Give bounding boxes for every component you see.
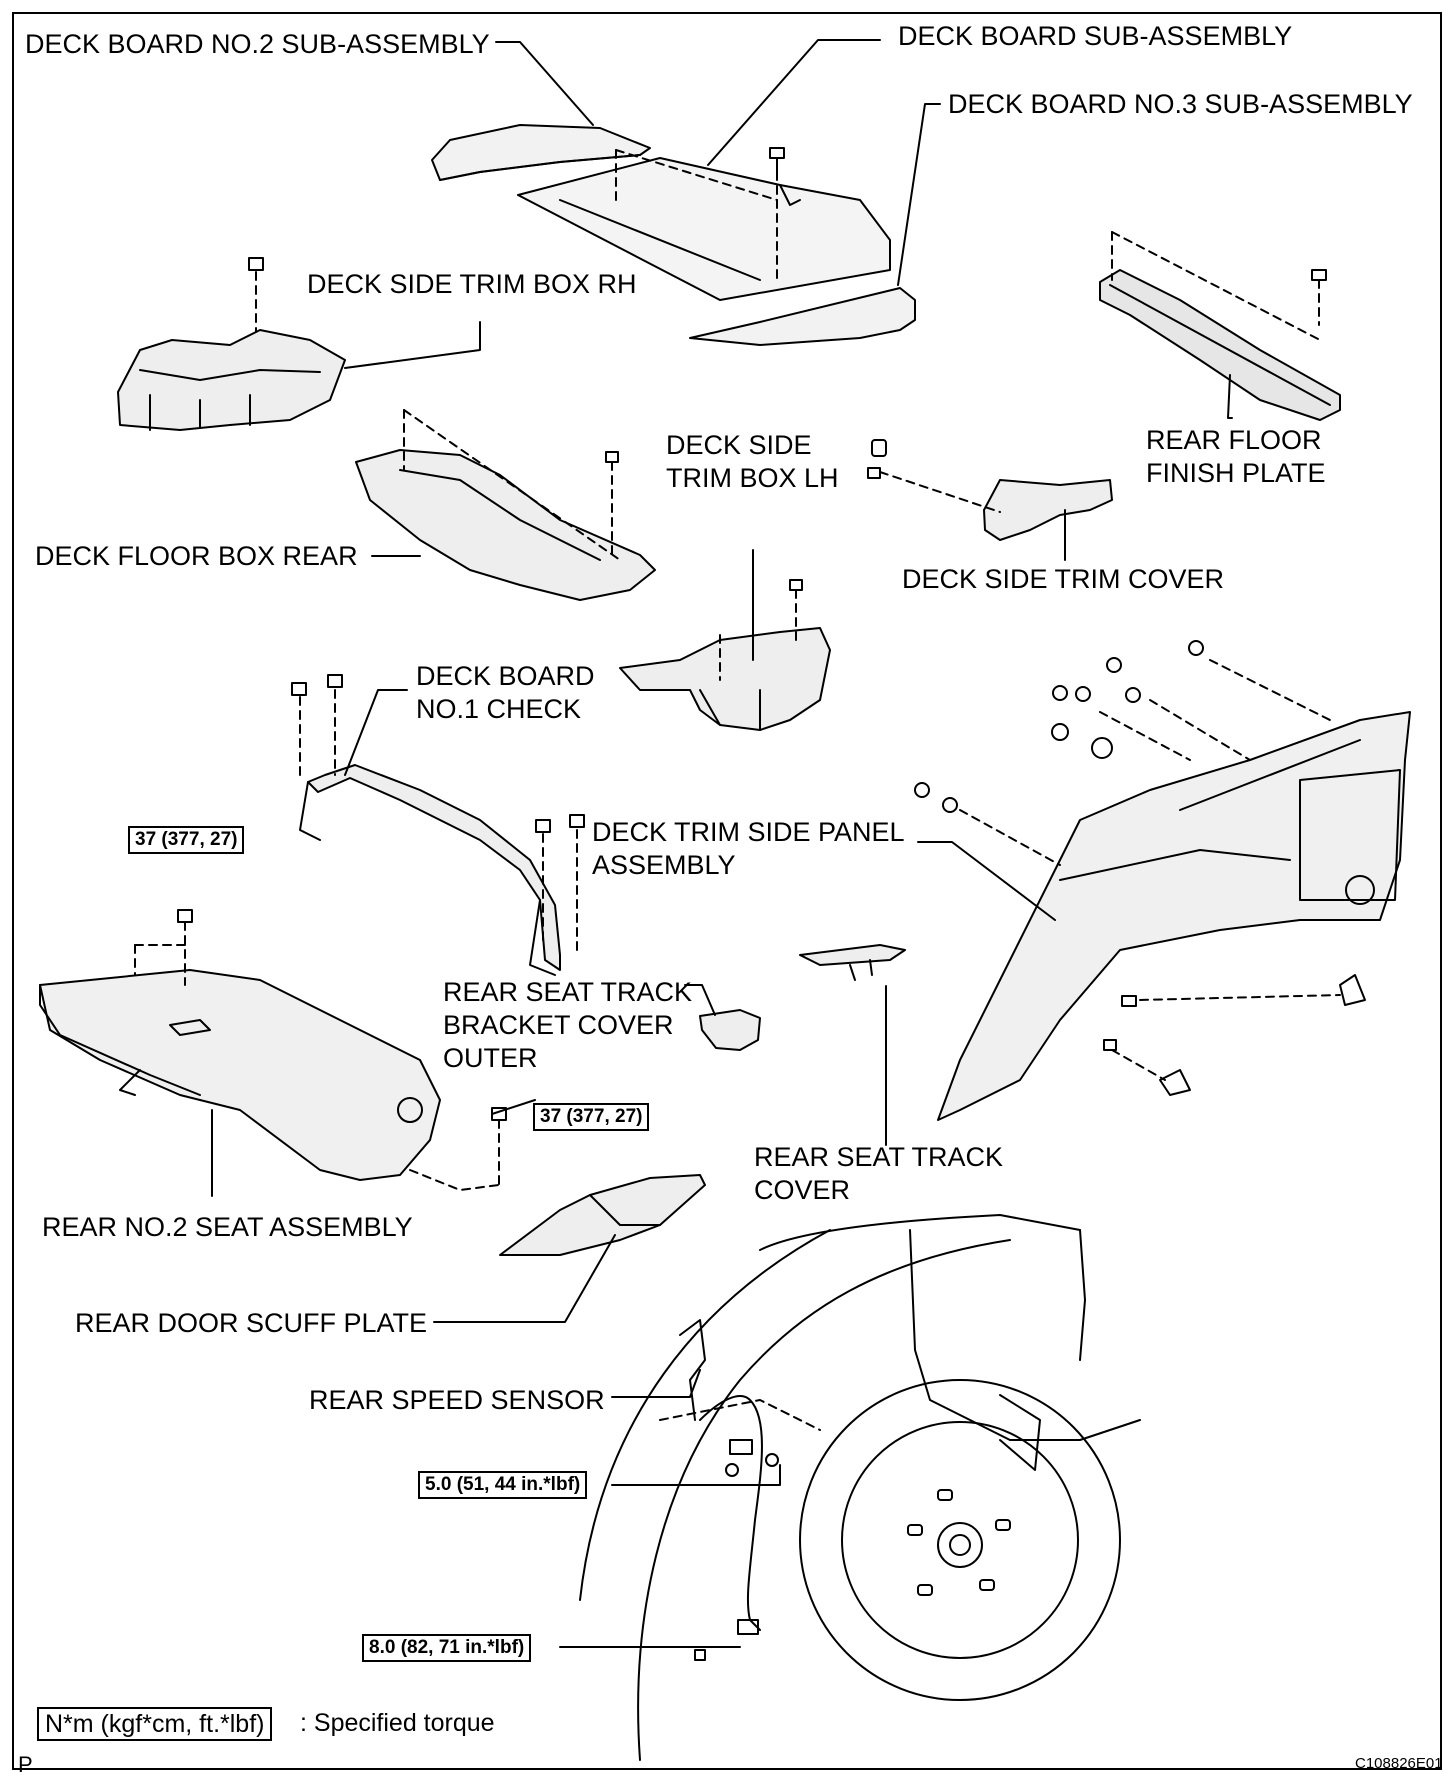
- deck-floor-box-rear-part: [355, 409, 656, 601]
- label-deck-side-trim-cover: DECK SIDE TRIM COVER: [902, 564, 1225, 594]
- deck-board-no2-part: [431, 124, 651, 181]
- rear-seat-track-cover-part: [799, 944, 906, 981]
- torque-seat-bolt-lower: 37 (377, 27): [533, 1103, 650, 1131]
- label-deck-side-trim-box-lh-1: DECK SIDE: [666, 430, 812, 460]
- label-deck-floor-box-rear: DECK FLOOR BOX REAR: [35, 541, 358, 571]
- label-deck-side-trim-box-rh: DECK SIDE TRIM BOX RH: [307, 269, 637, 299]
- deck-board-no3-part: [689, 287, 916, 346]
- torque-unit-legend-text: : Specified torque: [300, 1709, 495, 1737]
- torque-sensor-bolt-2: 8.0 (82, 71 in.*lbf): [362, 1634, 532, 1662]
- label-deck-trim-side-panel-1: DECK TRIM SIDE PANEL: [592, 817, 905, 847]
- label-rear-floor-finish-plate-1: REAR FLOOR: [1146, 425, 1322, 455]
- label-rear-seat-track-bracket-cover-2: BRACKET COVER: [443, 1010, 674, 1040]
- leader-lines: [211, 39, 1233, 1648]
- deck-side-trim-cover-part: [867, 439, 1113, 541]
- figure-frame: [12, 12, 1442, 1770]
- label-rear-seat-track-bracket-cover-1: REAR SEAT TRACK: [443, 977, 693, 1007]
- label-rear-seat-track-cover-2: COVER: [754, 1175, 851, 1205]
- figure-code: C108826E01: [1355, 1755, 1443, 1772]
- wheel-housing-part: [579, 1214, 1141, 1761]
- label-rear-no2-seat: REAR NO.2 SEAT ASSEMBLY: [42, 1212, 413, 1242]
- torque-seat-bolt-upper: 37 (377, 27): [128, 826, 245, 854]
- label-rear-seat-track-cover-1: REAR SEAT TRACK: [754, 1142, 1004, 1172]
- deck-side-trim-box-lh-part: [619, 579, 831, 731]
- rear-seat-track-bracket-cover-part: [699, 1009, 761, 1051]
- label-deck-board-no2: DECK BOARD NO.2 SUB-ASSEMBLY: [25, 29, 490, 59]
- torque-sensor-bolt-1: 5.0 (51, 44 in.*lbf): [418, 1471, 588, 1499]
- deck-board-no1-check-part: [291, 674, 585, 976]
- label-deck-side-trim-box-lh-2: TRIM BOX LH: [666, 463, 839, 493]
- deck-side-trim-box-rh-part: [117, 257, 346, 431]
- label-deck-board-no1-check-2: NO.1 CHECK: [416, 694, 582, 724]
- label-deck-trim-side-panel-2: ASSEMBLY: [592, 850, 736, 880]
- label-rear-seat-track-bracket-cover-3: OUTER: [443, 1043, 538, 1073]
- label-deck-board-no3: DECK BOARD NO.3 SUB-ASSEMBLY: [948, 89, 1413, 119]
- label-rear-floor-finish-plate-2: FINISH PLATE: [1146, 458, 1326, 488]
- label-rear-door-scuff-plate: REAR DOOR SCUFF PLATE: [75, 1308, 428, 1338]
- rear-no2-seat-part: [39, 909, 507, 1191]
- label-deck-board: DECK BOARD SUB-ASSEMBLY: [898, 21, 1293, 51]
- corner-mark: P: [18, 1752, 33, 1777]
- deck-board-part: [517, 157, 891, 301]
- deck-trim-side-panel-part: [914, 640, 1411, 1121]
- rear-door-scuff-plate-part: [499, 1174, 706, 1256]
- deck-board-bolt: [769, 147, 785, 173]
- label-deck-board-no1-check-1: DECK BOARD: [416, 661, 595, 691]
- rear-floor-finish-plate-part: [1099, 231, 1341, 421]
- torque-unit-legend-box: N*m (kgf*cm, ft.*lbf): [37, 1707, 273, 1741]
- label-rear-speed-sensor: REAR SPEED SENSOR: [309, 1385, 605, 1415]
